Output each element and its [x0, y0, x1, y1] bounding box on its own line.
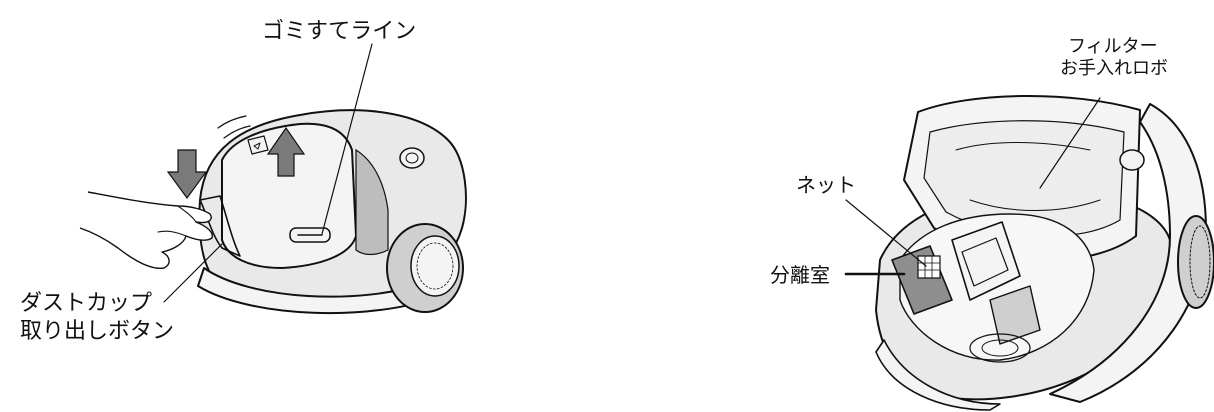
label-filter-robot-line1: フィルター [1068, 36, 1158, 57]
open-bumper [875, 339, 1001, 411]
filter-tab [989, 285, 1041, 345]
label-separation-chamber: 分離室 [770, 263, 830, 287]
dome-stripe [355, 148, 389, 256]
net-grid [917, 255, 941, 279]
handle-arm [1049, 103, 1207, 403]
label-filter-robot-line2: お手入れロボ [1060, 58, 1168, 79]
hose-port [969, 333, 1031, 363]
label-dust-cup-button-line2: 取り出しボタン [20, 319, 174, 344]
badge-tab [247, 135, 269, 155]
label-net: ネット [796, 173, 856, 197]
dust-line-window [289, 227, 331, 243]
leader-filter-robot [1039, 97, 1101, 189]
vacuum-right-illustration [875, 95, 1214, 411]
label-dust-cup-button-line1: ダストカップ [20, 291, 152, 316]
right-wheel [1177, 215, 1214, 309]
rear-wheel-hub [410, 235, 460, 297]
filter-frame [951, 221, 1021, 301]
cord-reel-knob [399, 147, 425, 169]
hand [79, 191, 213, 269]
leader-dust-line [321, 43, 373, 235]
motion-lines-icon [217, 115, 251, 139]
label-dust-line: ゴミすてライン [262, 19, 416, 44]
down-arrow-icon [166, 149, 208, 200]
leader-net [845, 199, 927, 267]
up-arrow-icon [266, 126, 306, 177]
leader-dust-cup-button [163, 243, 223, 303]
separation-chamber [891, 245, 953, 315]
vacuum-left-illustration [79, 109, 467, 315]
lid-knob [1119, 149, 1145, 171]
